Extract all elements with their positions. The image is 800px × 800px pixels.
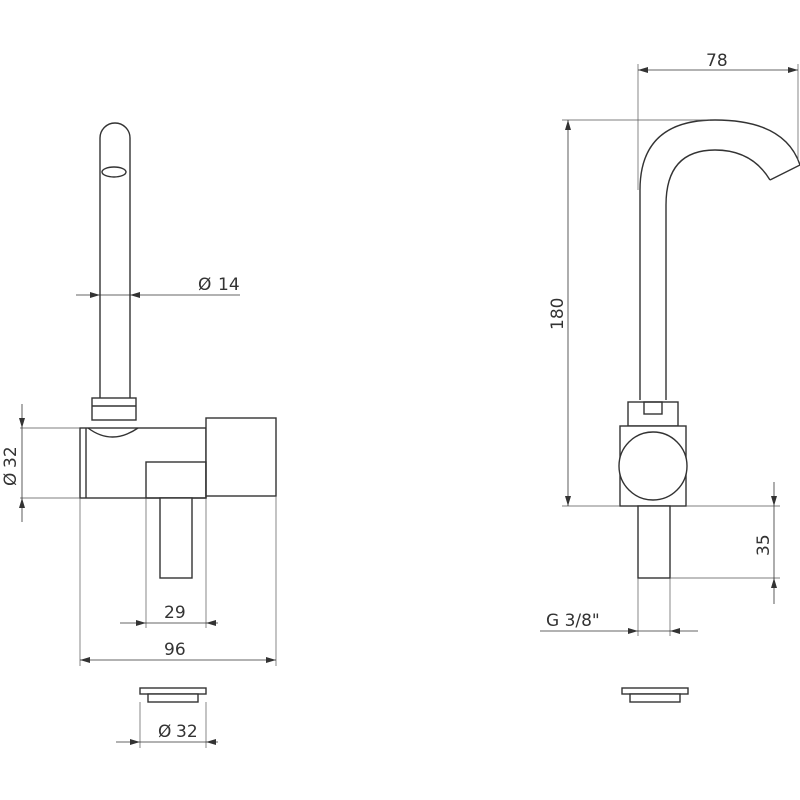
- dim-spout-diameter: Ø 14: [76, 275, 240, 298]
- dim-base-diameter: Ø 32: [116, 702, 218, 748]
- dim-shank-length: 35: [670, 482, 780, 604]
- dim-total-length-value: 96: [164, 640, 186, 660]
- front-spout-collar: [91, 397, 137, 421]
- dim-body-diameter-value: 32: [1, 446, 21, 468]
- dim-spout-diameter-value: 14: [218, 275, 240, 295]
- dim-spout-reach-value: 78: [706, 51, 728, 71]
- side-shank: [637, 505, 671, 579]
- front-view: Ø 14 Ø 32 29: [1, 122, 277, 748]
- front-spout-tube: [99, 122, 131, 398]
- dim-base-diameter-symbol: Ø: [158, 722, 171, 742]
- dim-shank-length-value: 35: [754, 534, 774, 556]
- front-shank: [159, 497, 193, 579]
- front-lever-handle: [205, 417, 277, 497]
- dim-shank-offset: 29: [120, 498, 218, 628]
- side-spout-gooseneck: [639, 119, 800, 400]
- dim-spout-reach: 78: [637, 51, 799, 190]
- front-spout-outlet: [101, 166, 127, 178]
- dim-total-length: 96: [79, 496, 277, 666]
- front-body-cylinder: [79, 427, 207, 499]
- dim-body-diameter-symbol: Ø: [1, 473, 21, 486]
- dim-thread-value: G 3/8": [546, 611, 600, 631]
- dim-height-value: 180: [548, 298, 568, 330]
- side-view: 78 180 35: [540, 51, 800, 703]
- dim-thread: G 3/8": [540, 578, 698, 636]
- dim-body-diameter: Ø 32: [1, 404, 80, 522]
- dim-spout-diameter-symbol: Ø: [198, 275, 211, 295]
- dim-shank-offset-value: 29: [164, 603, 186, 623]
- side-base-flange: [621, 687, 689, 703]
- side-lever-disc: [618, 431, 688, 501]
- dim-base-diameter-value: 32: [176, 722, 198, 742]
- front-base-flange: [139, 687, 207, 703]
- dim-height: 180: [548, 119, 710, 507]
